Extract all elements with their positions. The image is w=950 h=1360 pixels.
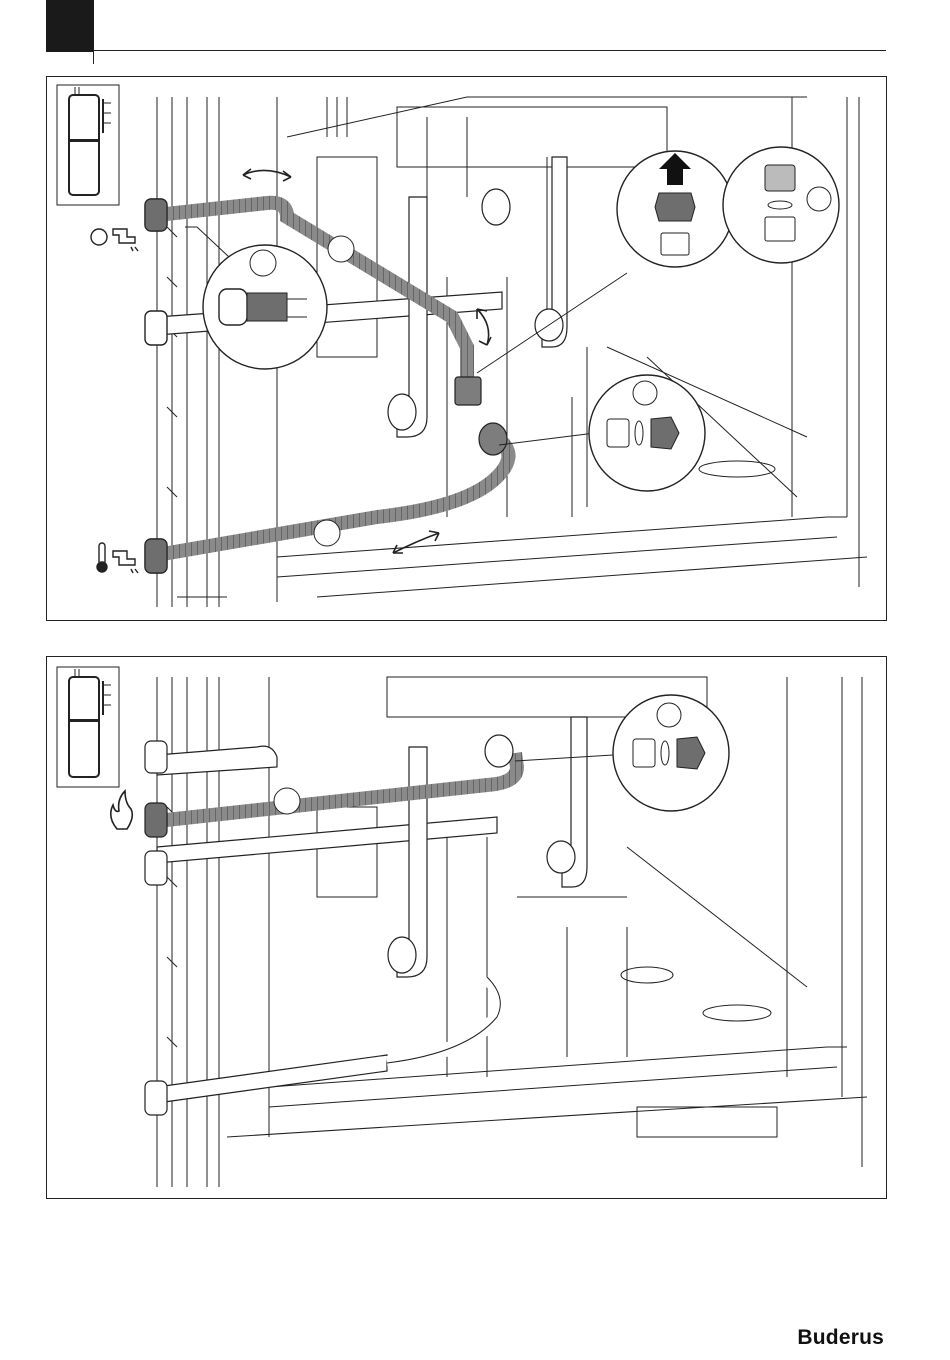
- header-rule: [94, 50, 886, 51]
- installation-drawing-2: [47, 657, 886, 1198]
- detail-callout-fitting: [723, 147, 839, 263]
- hot-water-tap-icon: [97, 543, 138, 573]
- gas-flame-icon: [111, 791, 133, 829]
- header-tick: [93, 50, 94, 64]
- section-tab-marker: [46, 0, 94, 52]
- detail-callout-cap-removal: [477, 151, 733, 373]
- installation-figure-1: [46, 76, 887, 621]
- left-connection-nuts: [145, 199, 167, 573]
- boiler-unit-icon: [57, 85, 119, 205]
- circulation-pump-tap-icon: [91, 229, 138, 251]
- callout-number-1: [274, 788, 300, 814]
- detail-callout-seal: [515, 695, 729, 811]
- detail-callout-seal: [499, 375, 705, 491]
- detail-callout-nut: [185, 227, 327, 369]
- installation-figure-2: [46, 656, 887, 1199]
- installation-drawing-1: [47, 77, 886, 620]
- callout-number-1: [328, 236, 354, 262]
- boiler-unit-icon: [57, 667, 119, 787]
- brand-logo: Buderus: [797, 1326, 884, 1350]
- callout-number-2: [314, 520, 340, 546]
